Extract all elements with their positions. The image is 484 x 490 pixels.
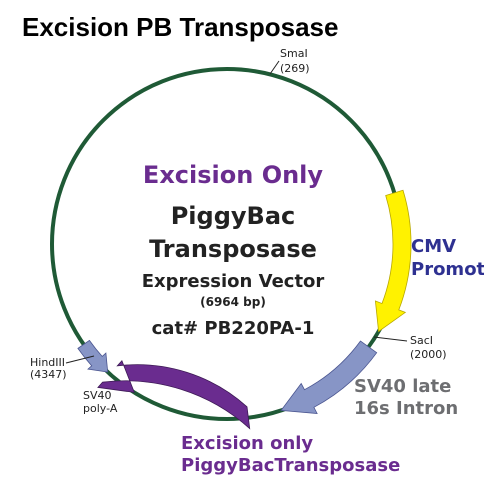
cmv-label-line1: CMV (411, 236, 456, 257)
saci-leader-line (373, 336, 408, 342)
vector-type-label: Excision Only (143, 161, 323, 189)
vector-description: Expression Vector (142, 271, 325, 292)
hindiii-site-name: HindIII (30, 356, 65, 369)
catalog-number: cat# PB220PA-1 (152, 318, 315, 339)
hindiii-site-position: (4347) (30, 368, 67, 381)
smai-leader-line (269, 60, 280, 75)
transposase-label-line2: PiggyBacTransposase (181, 455, 400, 476)
cmv-promoter-arrow (374, 189, 412, 333)
saci-site-position: (2000) (410, 348, 447, 361)
vector-name-line2: Transposase (149, 235, 317, 263)
smai-site-position: (269) (280, 62, 310, 75)
sv40-intron-arrow (280, 340, 378, 414)
sv40-intron-label-line1: SV40 late (354, 376, 451, 397)
page-title: Excision PB Transposase (22, 12, 339, 42)
sv40-intron-label-line2: 16s Intron (354, 398, 458, 419)
vector-size: (6964 bp) (200, 295, 266, 309)
transposase-arrow (97, 359, 251, 430)
sv40-polya-label-line1: SV40 (83, 389, 112, 402)
saci-site-name: SacI (410, 334, 433, 347)
smai-site-name: SmaI (280, 47, 308, 60)
sv40-polya-label-line2: poly-A (83, 402, 118, 415)
transposase-label-line1: Excision only (181, 433, 313, 454)
vector-name-line1: PiggyBac (171, 202, 296, 230)
hindiii-leader-line (65, 355, 95, 364)
cmv-label-line2: Promot (411, 259, 484, 280)
